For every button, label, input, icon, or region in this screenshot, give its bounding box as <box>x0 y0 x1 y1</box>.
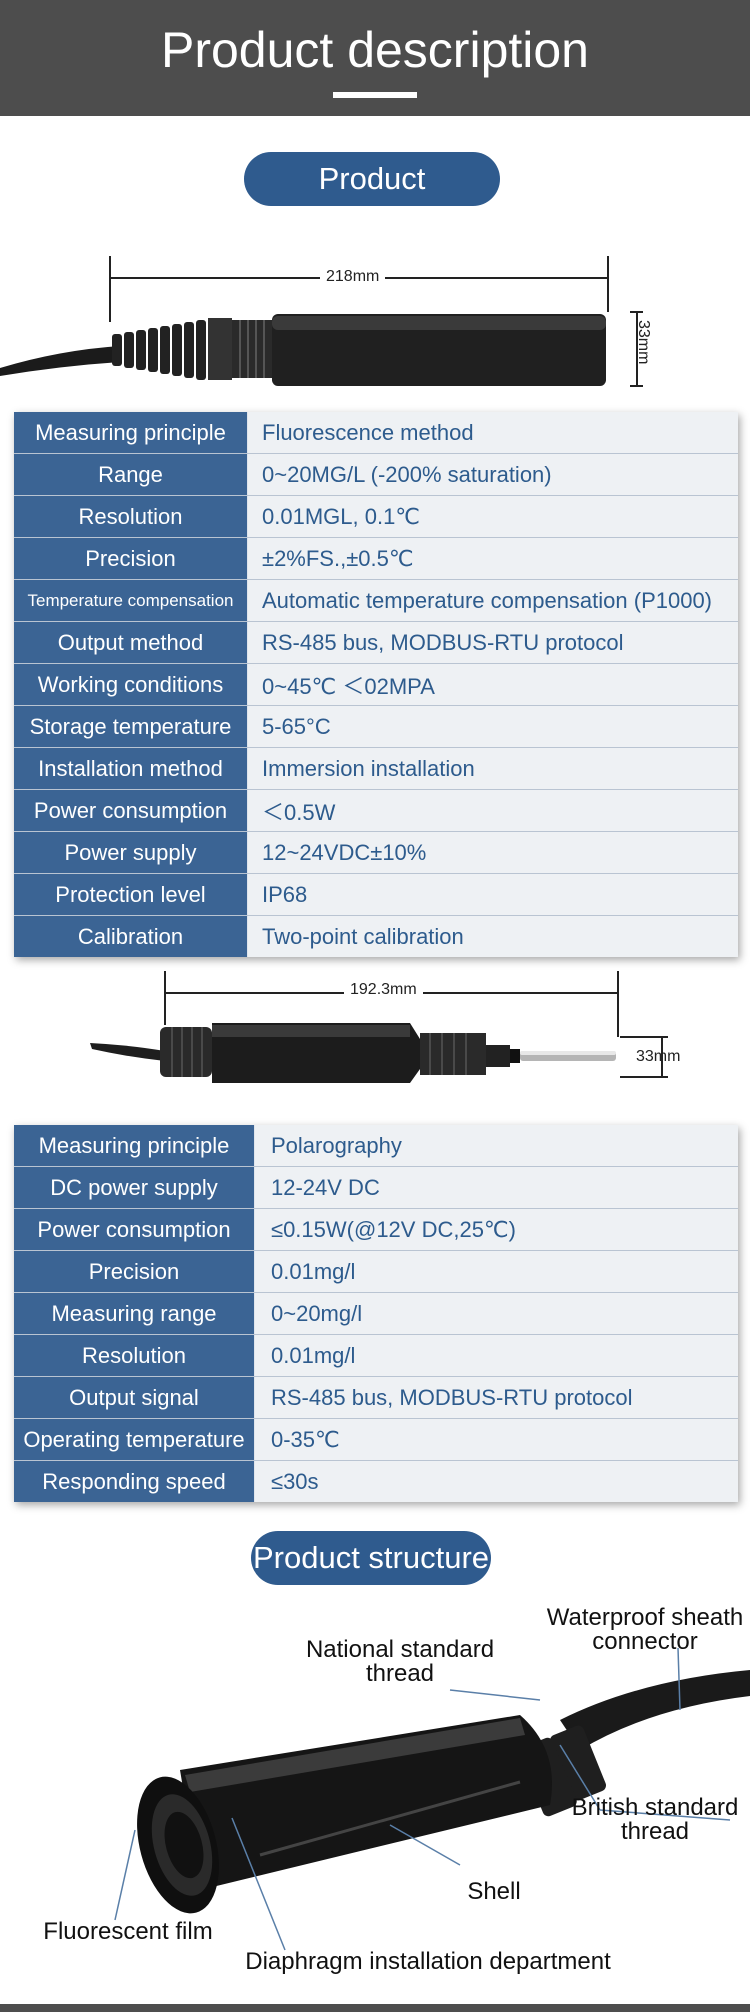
row-label: Operating temperature <box>14 1419 255 1460</box>
sensor-2-length-label: 192.3mm <box>344 981 423 999</box>
row-value: ＜0.5W <box>248 790 738 831</box>
footer-bar <box>0 2004 750 2012</box>
row-label: Working conditions <box>14 664 248 705</box>
table-row: Precision 0.01mg/l <box>14 1251 738 1293</box>
row-value: RS-485 bus, MODBUS-RTU protocol <box>255 1377 738 1418</box>
label-shell: Shell <box>467 1878 521 1905</box>
row-value: Polarography <box>255 1125 738 1166</box>
section-title-structure: Product structure <box>251 1531 491 1585</box>
row-label: Resolution <box>14 496 248 537</box>
row-label: Measuring principle <box>14 1125 255 1166</box>
row-label: Installation method <box>14 748 248 789</box>
table-row: DC power supply 12-24V DC <box>14 1167 738 1209</box>
sensor-1-length-label: 218mm <box>320 268 386 286</box>
sensor-2-diameter-label: 33mm <box>636 1048 681 1065</box>
row-value: ≤30s <box>255 1461 738 1502</box>
row-value: IP68 <box>248 874 738 915</box>
row-label: Resolution <box>14 1335 255 1376</box>
row-value: 12-24V DC <box>255 1167 738 1208</box>
section-title-parameter: Product parameter <box>244 152 500 250</box>
parameter-table-1: Measuring principle Fluorescence method … <box>14 412 738 957</box>
row-label: Measuring range <box>14 1293 255 1334</box>
table-row: Calibration Two-point calibration <box>14 916 738 957</box>
title-underline <box>333 92 417 98</box>
table-row: Protection level IP68 <box>14 874 738 916</box>
row-value: ≤0.15W(@12V DC,25℃) <box>255 1209 738 1250</box>
row-label: Measuring principle <box>14 412 248 453</box>
table-row: Resolution 0.01mg/l <box>14 1335 738 1377</box>
row-value: 0.01mg/l <box>255 1335 738 1376</box>
row-label: Power consumption <box>14 1209 255 1250</box>
sensor-1-illustration <box>0 256 643 387</box>
sensor-1-diameter-label: 33mm <box>635 320 652 365</box>
table-row: Storage temperature 5-65°C <box>14 706 738 748</box>
row-value: 0~20MG/L (-200% saturation) <box>248 454 738 495</box>
page-title: Product description <box>160 22 589 78</box>
table-row: Power consumption ≤0.15W(@12V DC,25℃) <box>14 1209 738 1251</box>
row-value: Immersion installation <box>248 748 738 789</box>
row-label: Calibration <box>14 916 248 957</box>
table-row: Range 0~20MG/L (-200% saturation) <box>14 454 738 496</box>
sensor-2-illustration <box>90 971 668 1083</box>
label-national-thread: National standard thread <box>305 1636 495 1687</box>
row-label: Precision <box>14 538 248 579</box>
row-label: Storage temperature <box>14 706 248 747</box>
label-fluorescent-film: Fluorescent film <box>43 1918 213 1945</box>
row-value: RS-485 bus, MODBUS-RTU protocol <box>248 622 738 663</box>
row-value: Two-point calibration <box>248 916 738 957</box>
table-row: Output signal RS-485 bus, MODBUS-RTU pro… <box>14 1377 738 1419</box>
table-row: Installation method Immersion installati… <box>14 748 738 790</box>
row-value: 5-65°C <box>248 706 738 747</box>
label-diaphragm: Diaphragm installation department <box>245 1948 611 1975</box>
row-value: 12~24VDC±10% <box>248 832 738 873</box>
table-row: Resolution 0.01MGL, 0.1℃ <box>14 496 738 538</box>
table-row: Measuring principle Polarography <box>14 1125 738 1167</box>
parameter-table-2: Measuring principle Polarography DC powe… <box>14 1125 738 1502</box>
row-label: Power supply <box>14 832 248 873</box>
row-value: 0~45℃ ＜02MPA <box>248 664 738 705</box>
table-row: Working conditions 0~45℃ ＜02MPA <box>14 664 738 706</box>
label-british-thread: British standard thread <box>571 1794 739 1845</box>
row-value: 0.01MGL, 0.1℃ <box>248 496 738 537</box>
label-waterproof-connector: Waterproof sheath connector <box>546 1604 744 1655</box>
table-row: Temperature compensation Automatic tempe… <box>14 580 738 622</box>
table-row: Responding speed ≤30s <box>14 1461 738 1502</box>
row-label: Power consumption <box>14 790 248 831</box>
row-label: Temperature compensation <box>14 580 248 621</box>
row-value: Fluorescence method <box>248 412 738 453</box>
row-label: DC power supply <box>14 1167 255 1208</box>
row-label: Output method <box>14 622 248 663</box>
row-value: ±2%FS.,±0.5℃ <box>248 538 738 579</box>
structure-illustration <box>114 1647 750 1951</box>
table-row: Operating temperature 0-35℃ <box>14 1419 738 1461</box>
table-row: Measuring range 0~20mg/l <box>14 1293 738 1335</box>
row-label: Range <box>14 454 248 495</box>
table-row: Measuring principle Fluorescence method <box>14 412 738 454</box>
row-label: Precision <box>14 1251 255 1292</box>
table-row: Output method RS-485 bus, MODBUS-RTU pro… <box>14 622 738 664</box>
row-value: 0~20mg/l <box>255 1293 738 1334</box>
table-row: Power consumption ＜0.5W <box>14 790 738 832</box>
row-value: 0-35℃ <box>255 1419 738 1460</box>
row-label: Responding speed <box>14 1461 255 1502</box>
table-row: Power supply 12~24VDC±10% <box>14 832 738 874</box>
row-value: 0.01mg/l <box>255 1251 738 1292</box>
row-value: Automatic temperature compensation (P100… <box>248 580 738 621</box>
page-header: Product description <box>0 0 750 116</box>
row-label: Output signal <box>14 1377 255 1418</box>
row-label: Protection level <box>14 874 248 915</box>
table-row: Precision ±2%FS.,±0.5℃ <box>14 538 738 580</box>
